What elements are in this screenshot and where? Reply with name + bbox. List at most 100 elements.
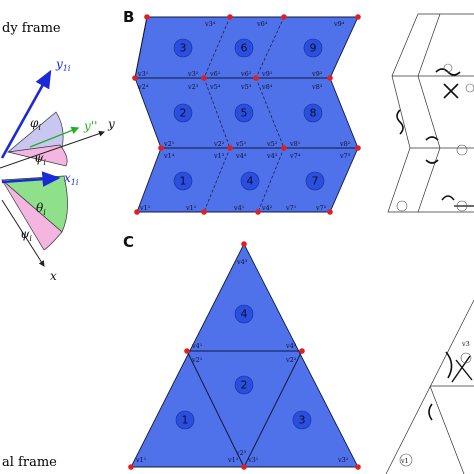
face-number: 3 [299, 414, 306, 427]
panel-b-vertices [132, 14, 361, 215]
face-number: 9 [310, 42, 317, 55]
vertex-label: v3¹ [137, 70, 149, 78]
vertex-dot [128, 464, 134, 470]
vertex-label: v2¹ [163, 140, 175, 148]
global-frame-label: al frame [2, 455, 57, 470]
face-number: 1 [180, 175, 187, 188]
vertex-label: v4¹ [191, 342, 203, 350]
panel-b-vertex-labels: v3⁴ v6⁴ v9⁴ v3¹ v3² v6¹ v6² v9¹ v9² v2⁴ … [137, 20, 351, 212]
vertex-label: v1¹ [139, 204, 151, 212]
joint-circle [456, 200, 468, 212]
vertex-dot [281, 14, 287, 20]
schematic-edge [385, 299, 474, 474]
face-marker [234, 304, 254, 324]
y-axis [0, 130, 105, 169]
face-marker [292, 410, 312, 430]
panel-c-triangle: 4 2 1 3 v4³ v4¹ v4² v2¹ v2² v1² v3¹ v1¹ … [128, 241, 361, 470]
face-marker [173, 38, 193, 58]
hinge-cross [451, 355, 473, 383]
y-label: y [107, 117, 115, 131]
psi-label-upper: ψi [34, 151, 46, 167]
joint-circle [465, 83, 474, 93]
vertex-dot [355, 464, 361, 470]
schematic-edge [417, 147, 441, 213]
face-number: 7 [312, 175, 319, 188]
face-number: 6 [241, 42, 248, 55]
vertex-label: v9⁴ [333, 20, 345, 28]
face-marker [303, 103, 323, 123]
face-number: 1 [182, 414, 189, 427]
vertex-label: v4⁴ [235, 152, 247, 160]
joint-circle [443, 63, 453, 73]
schematic-edge [417, 13, 441, 77]
schematic-outline [387, 13, 474, 213]
fold-line [186, 350, 245, 468]
vertex-label: v5¹ [235, 140, 247, 148]
psi-label-lower: ψi [20, 227, 32, 243]
face-marker [173, 171, 193, 191]
face-marker [234, 375, 254, 395]
vertex-label: v8² [339, 140, 351, 148]
cut-line [203, 77, 231, 149]
vertex-label: v2⁴ [137, 83, 149, 91]
vertex-label: v4³ [266, 152, 278, 160]
vertex-label: v2³ [187, 83, 199, 91]
face-marker [305, 171, 325, 191]
vertex-label: v1¹ [135, 456, 147, 464]
vertex-dot [201, 75, 207, 81]
vertex-label: v4³ [236, 258, 248, 266]
cut-line [203, 16, 231, 79]
vertex-label: v3² [337, 456, 349, 464]
face-number: 4 [241, 308, 248, 321]
vertex-label: v1⁴ [163, 152, 175, 160]
panel-b-face-labels: 3 6 9 2 5 8 1 4 7 [173, 38, 325, 191]
vertex-label: v4¹ [233, 204, 245, 212]
vertex-dot [227, 145, 233, 151]
vertex-label: v5³ [240, 83, 252, 91]
face-marker [175, 410, 195, 430]
y-double-prime-axis [29, 126, 80, 148]
vertex-dot [255, 209, 261, 215]
face-number: 2 [180, 107, 187, 120]
cut-line [255, 16, 285, 79]
schematic-label: v3 [461, 340, 470, 348]
vertex-dot [201, 209, 207, 215]
theta-label: θi [36, 201, 46, 217]
face-number: 5 [241, 107, 248, 120]
vertex-label: v5² [266, 140, 278, 148]
panel-a: dy frame al frame y1i y'' y x1i x φi ψi … [0, 21, 115, 470]
vertex-dot [327, 209, 333, 215]
cut-line [257, 147, 285, 213]
edge [134, 16, 148, 79]
panel-b-letter: B [123, 8, 134, 26]
x1i-axis [1, 171, 61, 187]
vertex-dot [355, 145, 361, 151]
hinge-cross [443, 83, 459, 99]
hinge-spring [425, 159, 439, 164]
vertex-dot [227, 14, 233, 20]
vertex-label: v7⁴ [289, 152, 301, 160]
vertex-label: v6⁴ [256, 20, 268, 28]
face-marker [240, 171, 260, 191]
face-marker [173, 103, 193, 123]
y1i-label: y1i [55, 57, 71, 73]
vertex-label: v1² [227, 456, 239, 464]
vertex-dot [253, 75, 259, 81]
joint-circle [460, 352, 472, 364]
vertex-dot [184, 348, 190, 354]
panel-c-schematic: v1 v3 [385, 299, 474, 474]
hinge-spring [445, 351, 453, 379]
face-marker [234, 103, 254, 123]
vertex-dot [241, 241, 247, 247]
vertex-label: v5⁴ [209, 83, 221, 91]
schematic-label: v1 [400, 457, 409, 465]
face-number: 2 [241, 379, 248, 392]
vertex-label: v2¹ [191, 356, 203, 364]
joint-circle [456, 144, 468, 156]
vertex-label: v4² [285, 342, 297, 350]
y-double-prime-label: y'' [83, 119, 97, 133]
vertex-label: v1² [185, 204, 197, 212]
vertex-label: v2² [213, 140, 225, 148]
vertex-label: v9² [311, 70, 323, 78]
